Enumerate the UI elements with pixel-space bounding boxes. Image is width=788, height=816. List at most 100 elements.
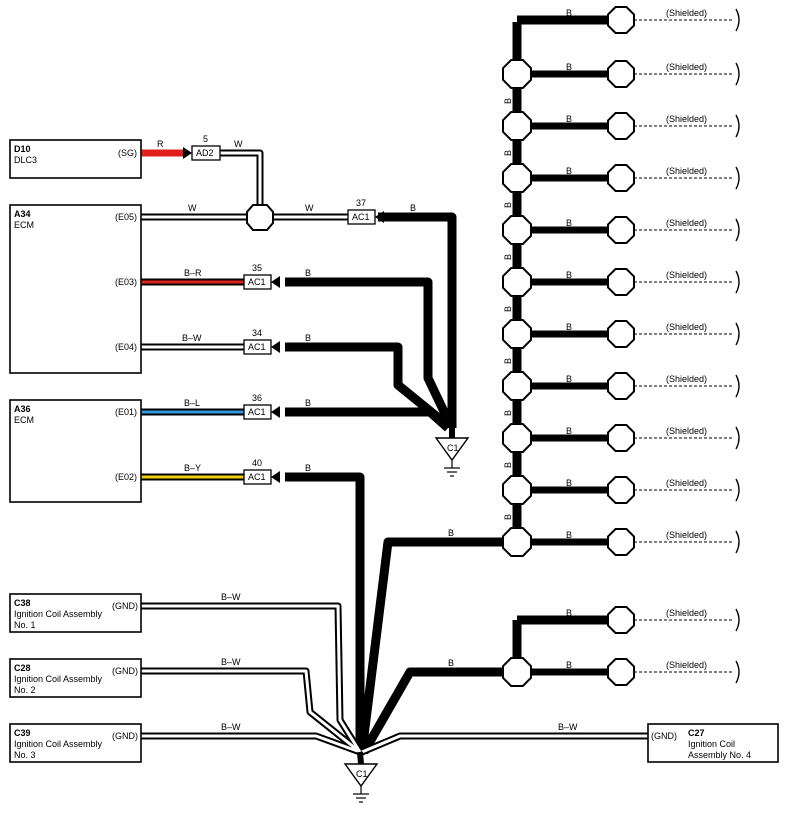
wire-r-label: R — [157, 139, 164, 149]
a34-pin-e04: (E04) — [115, 342, 137, 352]
shield-branch-b-label: B — [566, 270, 572, 280]
shield-node — [607, 164, 635, 192]
shielded-label: (Shielded) — [666, 530, 707, 540]
wire-bw-label-c28: B–W — [221, 657, 241, 667]
d10-name: DLC3 — [14, 155, 37, 165]
wire-b-label-branch1: B — [448, 528, 454, 538]
shielded-label: (Shielded) — [666, 8, 707, 18]
shield-node — [607, 112, 635, 140]
trunk-splice-node — [502, 423, 532, 453]
c38-coil-box — [9, 593, 142, 633]
a34-code: A34 — [14, 209, 31, 219]
c28-line2: No. 2 — [14, 685, 36, 695]
a36-name: ECM — [14, 415, 34, 425]
wire-bw-label-c27: B–W — [558, 722, 578, 732]
arrowheads — [183, 147, 384, 483]
trunk-splice-node — [502, 215, 532, 245]
trunk-b-3: B — [503, 202, 513, 208]
c28-code: C28 — [14, 663, 31, 673]
trunk-splice-node — [502, 319, 532, 349]
d10-code: D10 — [14, 144, 31, 154]
shielded-label: (Shielded) — [666, 270, 707, 280]
wire-bw-label-e04: B–W — [182, 333, 202, 343]
shield-branch-b-label: B — [566, 374, 572, 384]
shield-branches — [517, 70, 612, 676]
ac1-34-pin: 34 — [252, 328, 262, 338]
ad2-label: AD2 — [196, 148, 214, 158]
trunk-b-6: B — [503, 358, 513, 364]
connector-ac1-37: AC1 37 — [347, 198, 376, 225]
c28-coil-box — [9, 658, 142, 698]
shield-branch-b-label: B — [566, 114, 572, 124]
ac1-40-pin: 40 — [252, 458, 262, 468]
trunk-b-1: B — [503, 98, 513, 104]
c38-code: C38 — [14, 598, 31, 608]
shield-node — [607, 372, 635, 400]
wire-b-label-40: B — [305, 463, 311, 473]
d10-dlc3-box — [9, 139, 142, 179]
ground-c1-upper-label: C1 — [447, 443, 459, 453]
ac1-37-pin: 37 — [356, 198, 366, 208]
c28-pin: (GND) — [112, 666, 138, 676]
c28-line1: Ignition Coil Assembly — [14, 674, 103, 684]
shield-node — [607, 476, 635, 504]
trunk-splice-node — [502, 371, 532, 401]
shield-open-end — [735, 374, 740, 398]
wire-bw-label-c39: B–W — [221, 722, 241, 732]
a36-ecm-box — [9, 399, 142, 503]
trunk-splice-node — [502, 527, 532, 557]
shield-node — [607, 6, 635, 34]
shield-branch-b-label: B — [566, 8, 572, 18]
ground-wires-b — [285, 15, 612, 755]
shielded-label: (Shielded) — [666, 426, 707, 436]
shielded-label: (Shielded) — [666, 218, 707, 228]
trunk-b-7: B — [503, 410, 513, 416]
wire-b-label-branch2: B — [448, 658, 454, 668]
c39-code: C39 — [14, 728, 31, 738]
shield-open-end — [735, 478, 740, 502]
trunk-splice-node — [502, 111, 532, 141]
shield-open-end — [735, 426, 740, 450]
wire-bw-label-c38: B–W — [221, 592, 241, 602]
shield-node — [607, 320, 635, 348]
splice-node-w — [246, 204, 274, 231]
shield-open-end — [735, 660, 740, 684]
shield-branch-b-label: B — [566, 478, 572, 488]
shield-branch-b-label: B — [566, 322, 572, 332]
shield-node — [607, 216, 635, 244]
wire-b-label-35: B — [305, 268, 311, 278]
trunk-splice-node — [502, 59, 532, 89]
connector-ac1-36: AC1 36 — [243, 393, 272, 420]
bw-wires — [141, 149, 648, 756]
trunk-b-2: B — [503, 150, 513, 156]
c38-pin: (GND) — [112, 601, 138, 611]
ground-c1-lower: C1 — [343, 763, 379, 803]
shield-branch-b-label: B — [566, 426, 572, 436]
c27-pin: (GND) — [651, 731, 677, 741]
trunk-b-8: B — [503, 462, 513, 468]
c38-line2: No. 1 — [14, 620, 36, 630]
ac1-35-label: AC1 — [248, 277, 266, 287]
ac1-40-label: AC1 — [248, 472, 266, 482]
ground-c1-lower-label: C1 — [356, 769, 368, 779]
trunk-splice-node — [502, 163, 532, 193]
shield-branch-b-label: B — [566, 530, 572, 540]
connector-ac1-40: AC1 40 — [243, 458, 272, 485]
shield-open-end — [735, 218, 740, 242]
c39-pin: (GND) — [112, 731, 138, 741]
shield-node — [607, 658, 635, 686]
wire-b-label-34: B — [305, 333, 311, 343]
c39-line2: No. 3 — [14, 750, 36, 760]
ac1-35-pin: 35 — [252, 263, 262, 273]
trunk-b-5: B — [503, 306, 513, 312]
shield-open-end — [735, 166, 740, 190]
c39-line1: Ignition Coil Assembly — [14, 739, 103, 749]
shielded-label: (Shielded) — [666, 114, 707, 124]
trunk-splice-node — [502, 657, 532, 687]
wire-w-label-3: W — [305, 203, 314, 213]
shielded-label: (Shielded) — [666, 166, 707, 176]
trunk-splice-node — [502, 475, 532, 505]
a36-pin-e01: (E01) — [115, 407, 137, 417]
shield-rows: B (Shielded) B (Shielded) B (Shielded) B (Shiel… — [502, 6, 740, 687]
